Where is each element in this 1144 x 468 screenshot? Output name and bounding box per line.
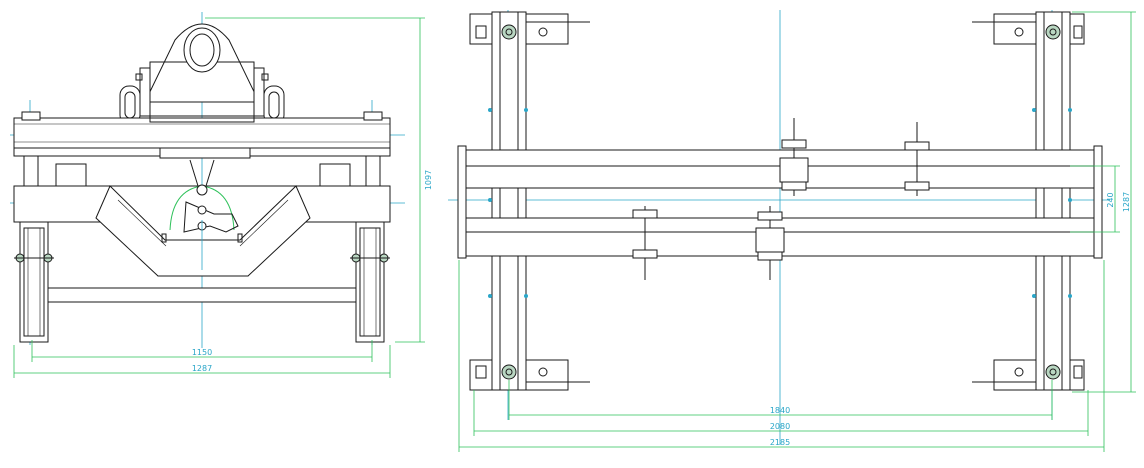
top-beam (13, 117, 391, 149)
center-clamp-lower (755, 206, 785, 280)
dim-2185: 2185 (770, 438, 790, 447)
dim-2080: 2080 (770, 422, 790, 431)
side-view: 1150 1287 1097 (10, 12, 433, 378)
v-cradle (95, 185, 311, 277)
side-clamp-right (904, 122, 930, 196)
lower-rail (39, 287, 365, 303)
right-leg (355, 221, 385, 343)
side-clamp-left (632, 206, 658, 280)
center-clamp-upper (779, 118, 809, 196)
dim-240: 240 (1106, 192, 1115, 207)
left-side-member (491, 11, 527, 391)
left-leg (19, 221, 49, 343)
dim-1097: 1097 (424, 170, 433, 190)
corner-top-left (469, 13, 590, 45)
top-view: 1840 2080 2185 240 1287 (448, 10, 1136, 452)
lug-eye (183, 27, 221, 73)
dim-1150: 1150 (192, 348, 212, 357)
dim-1287-side: 1287 (192, 364, 212, 373)
right-side-member (1035, 11, 1071, 391)
corner-bottom-right (972, 359, 1085, 391)
corner-top-right (972, 13, 1085, 45)
dim-1840: 1840 (770, 406, 790, 415)
dim-1287-top: 1287 (1122, 192, 1131, 212)
corner-bottom-left (469, 359, 590, 391)
